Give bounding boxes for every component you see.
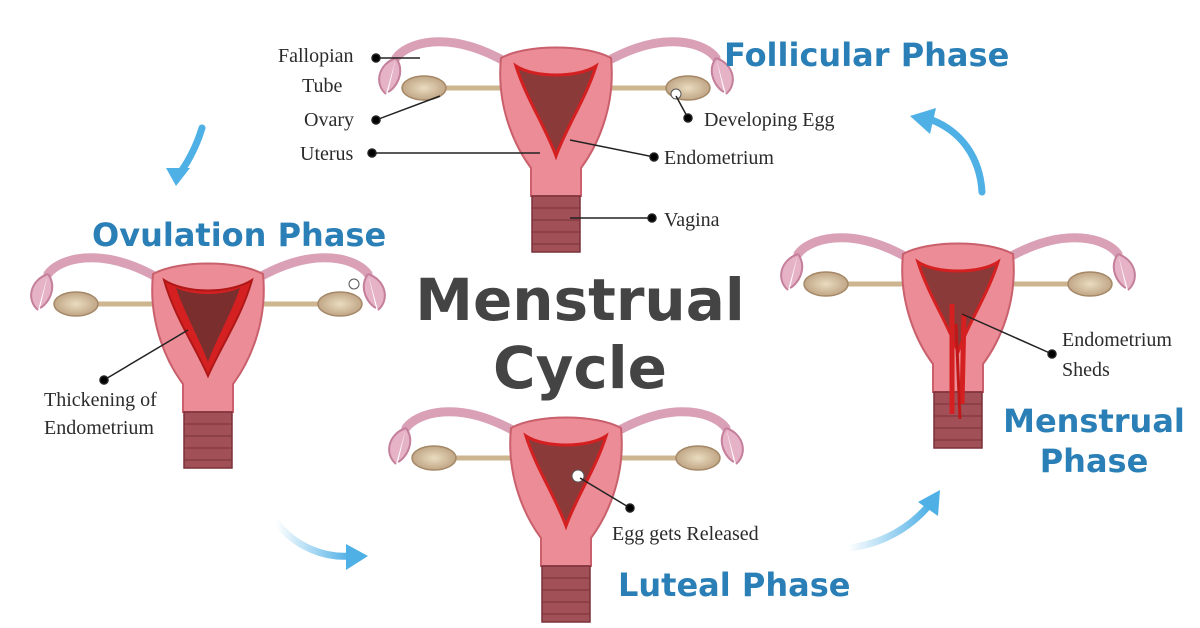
phase-title-menstrual-line2: Phase xyxy=(1040,442,1149,480)
main-title-line2: Cycle xyxy=(493,334,667,402)
phase-title-follicular: Follicular Phase xyxy=(724,36,1009,74)
uterus-menstrual xyxy=(781,238,1135,448)
label-thickening-line2: Endometrium xyxy=(44,417,154,439)
label-fallopian-line1: Fallopian xyxy=(278,45,354,67)
cycle-arrow-icon xyxy=(844,490,940,552)
phase-title-ovulation: Ovulation Phase xyxy=(92,216,386,254)
label-egg-released: Egg gets Released xyxy=(612,523,759,545)
label-endometrium: Endometrium xyxy=(664,147,774,169)
label-thickening-line1: Thickening of xyxy=(44,389,157,411)
cycle-arrow-icon xyxy=(166,124,206,186)
uterus-ovulation xyxy=(31,258,385,468)
cycle-arrow-icon xyxy=(272,518,368,570)
label-uterus: Uterus xyxy=(300,143,354,165)
cycle-arrow-icon xyxy=(910,108,986,196)
uterus-follicular xyxy=(379,42,733,252)
label-developing-egg: Developing Egg xyxy=(704,109,835,131)
leader-lines xyxy=(99,53,1057,513)
label-sheds-line2: Sheds xyxy=(1062,359,1110,381)
label-sheds-line1: Endometrium xyxy=(1062,329,1172,351)
phase-title-menstrual-line1: Menstrual xyxy=(1003,402,1185,440)
phase-title-luteal: Luteal Phase xyxy=(618,566,850,604)
label-vagina: Vagina xyxy=(664,209,720,231)
label-ovary: Ovary xyxy=(304,109,354,131)
label-fallopian-line2: Tube xyxy=(302,75,343,97)
main-title-line1: Menstrual xyxy=(415,266,745,334)
